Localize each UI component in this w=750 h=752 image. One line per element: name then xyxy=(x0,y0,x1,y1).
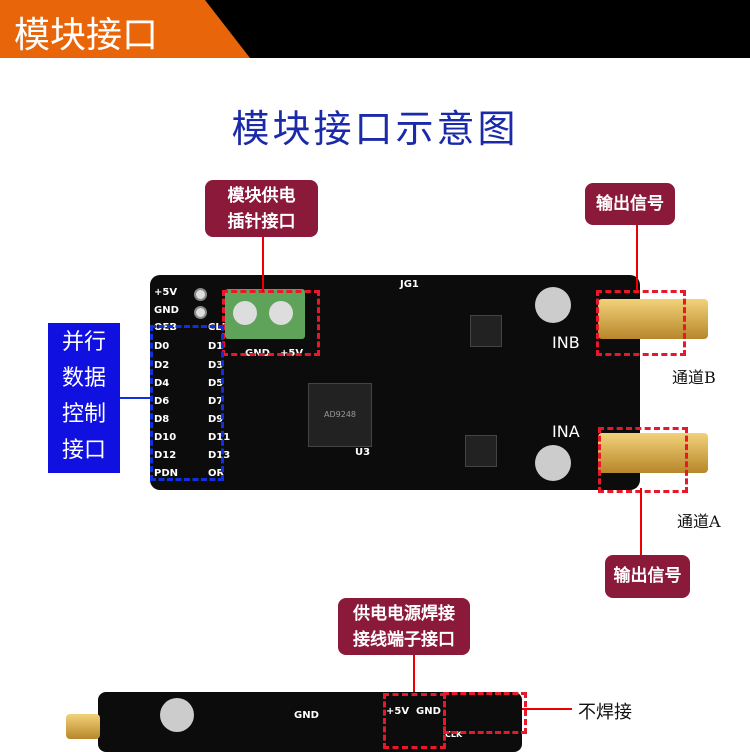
sma-connector-a xyxy=(598,433,708,473)
sma-connector-b xyxy=(598,299,708,339)
no-solder-highlight xyxy=(443,692,527,734)
pin-header xyxy=(194,288,207,301)
gnd-label: GND xyxy=(294,710,319,721)
chip-label: U3 xyxy=(355,447,371,458)
mounting-hole xyxy=(160,698,194,732)
leader-line xyxy=(262,237,264,292)
screw-icon xyxy=(269,301,293,325)
pin-label: +5V xyxy=(154,287,178,298)
ic-u4 xyxy=(470,315,502,347)
pin-label: OR xyxy=(208,468,225,479)
pin-label: D5 xyxy=(208,378,224,389)
header-title: 模块接口 xyxy=(14,15,159,56)
terminal-highlight xyxy=(383,693,446,749)
pin-label: D10 xyxy=(154,432,177,443)
adc-board: +5V GND OEB D0 D2 D4 D6 D8 D10 D12 PDN C… xyxy=(150,275,708,490)
pin-label: D0 xyxy=(154,341,170,352)
callout-line: 并行 xyxy=(61,330,106,355)
output-b-callout: 输出信号 xyxy=(585,183,675,225)
parallel-interface-highlight xyxy=(150,325,224,481)
power-pin-callout: 模块供电 插针接口 xyxy=(205,180,318,237)
pin-label: D13 xyxy=(208,450,231,461)
ic-u2 xyxy=(465,435,497,467)
callout-line: 数据 xyxy=(61,366,106,391)
callout-line: 接口 xyxy=(61,438,106,463)
plus5v-label: +5V xyxy=(386,706,410,717)
callout-line: 接线端子接口 xyxy=(353,630,455,650)
pin-label: D4 xyxy=(154,378,170,389)
leader-line xyxy=(120,397,152,399)
pin-label: D8 xyxy=(154,414,170,425)
pin-label: D3 xyxy=(208,360,224,371)
leader-line xyxy=(413,655,415,692)
output-b-highlight xyxy=(596,290,686,356)
mounting-hole xyxy=(535,445,571,481)
adc-chip: AD9248 xyxy=(308,383,372,447)
jumper-label: JG1 xyxy=(400,279,419,290)
pin-label: D12 xyxy=(154,450,177,461)
terminal-callout: 供电电源焊接 接线端子接口 xyxy=(338,598,470,655)
output-a-highlight xyxy=(598,427,688,493)
callout-line: 供电电源焊接 xyxy=(353,604,455,624)
header-tab: 模块接口 xyxy=(0,0,250,58)
callout-line: 插针接口 xyxy=(227,212,296,232)
pin-label: D6 xyxy=(154,396,170,407)
gnd-label: GND xyxy=(416,706,441,717)
pin-label: GND xyxy=(154,305,179,316)
channel-b-label: 通道B xyxy=(672,368,716,387)
callout-line: 模块供电 xyxy=(227,186,296,206)
mounting-hole xyxy=(535,287,571,323)
no-solder-label: 不焊接 xyxy=(578,702,632,723)
diagram-title: 模块接口示意图 xyxy=(231,107,519,151)
ina-label: INA xyxy=(552,422,580,441)
callout-line: 控制 xyxy=(61,402,106,427)
clk-label: CLK xyxy=(445,730,463,739)
leader-line xyxy=(636,225,638,291)
output-a-callout: 输出信号 xyxy=(605,555,690,598)
sma-connector xyxy=(66,714,100,739)
channel-a-label: 通道A xyxy=(677,512,721,531)
pin-header xyxy=(194,306,207,319)
pin-label: D2 xyxy=(154,360,170,371)
terminal-block xyxy=(225,289,305,339)
pin-label: D9 xyxy=(208,414,224,425)
pin-label: PDN xyxy=(154,468,178,479)
pin-label: D11 xyxy=(208,432,231,443)
screw-icon xyxy=(233,301,257,325)
pin-label: D7 xyxy=(208,396,224,407)
leader-line xyxy=(522,708,572,710)
leader-line xyxy=(640,488,642,555)
inb-label: INB xyxy=(552,333,580,352)
pin-label: D1 xyxy=(208,341,224,352)
parallel-interface-callout: 并行 数据 控制 接口 xyxy=(48,323,120,473)
power-terminal-highlight xyxy=(222,290,320,356)
